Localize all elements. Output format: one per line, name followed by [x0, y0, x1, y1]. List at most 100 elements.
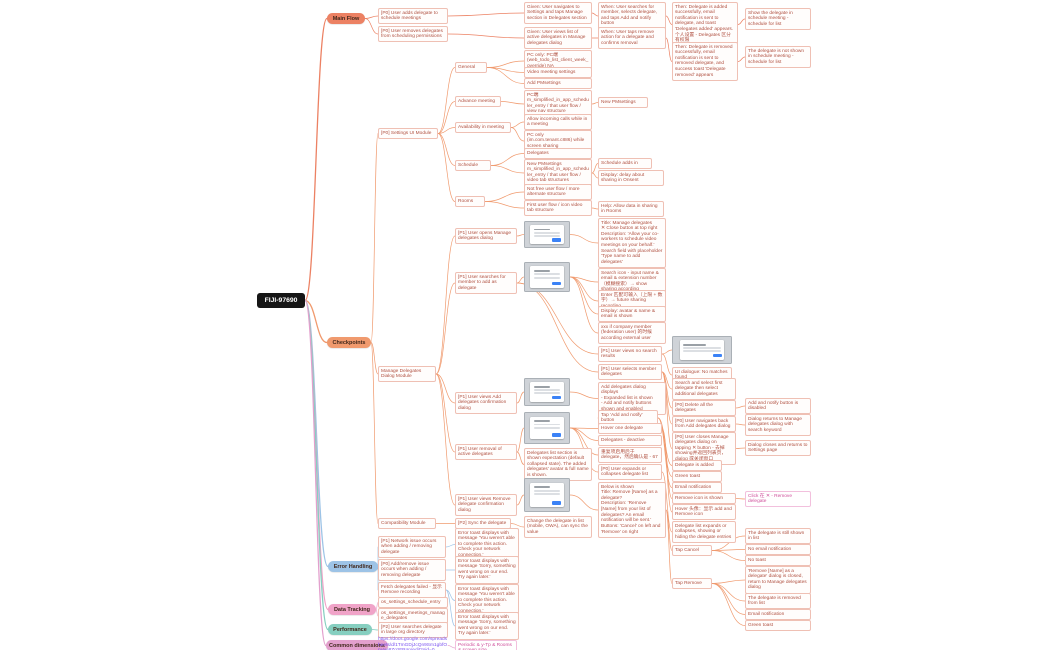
settings-rooms[interactable]: Rooms — [455, 196, 485, 207]
note-duplicate-delegate[interactable]: 重复项启用后于 delegate，然后确认是 - 67 — [598, 447, 662, 464]
navigate-back-result[interactable]: Dialog returns to Manage delegates dialo… — [745, 414, 811, 436]
search-note-4[interactable]: xxx if company member (federation user) … — [598, 322, 666, 344]
then-add-delegate[interactable]: Then: Delegate is added successfully, em… — [672, 2, 738, 47]
add-dialog-screenshot[interactable] — [524, 378, 570, 406]
open-dialog-expected[interactable]: Title: Manage delegates ✕ Close button a… — [598, 218, 666, 269]
connector-edge — [370, 342, 379, 375]
result-click-remove[interactable]: Click 在 ✕ - Remove delegate — [745, 491, 811, 508]
connector-edge — [569, 276, 599, 283]
error-fetch-failed[interactable]: Fetch delegates failed - 显示 Remove recor… — [378, 582, 446, 599]
dimensions-spreadsheet-link[interactable]: https://docs.google.com/spreadsheets/d/1… — [378, 637, 448, 650]
schedule-note-2[interactable]: New PMsettings m_simplified_in_app_sched… — [524, 159, 592, 187]
search-note-3[interactable]: Display: avatar & name & email is shown — [598, 306, 666, 323]
case-add-confirmation-dialog[interactable]: [P1] User views Add delegates confirmati… — [455, 392, 517, 414]
rooms-note-2[interactable]: First user flow / icon video tab structu… — [524, 200, 592, 217]
fetch-failed-toast-1[interactable]: Error toast displays with message 'You w… — [455, 584, 519, 618]
branch-checkpoints[interactable]: Checkpoints — [327, 337, 371, 348]
outcome-green-toast[interactable]: Green toast — [672, 471, 722, 482]
given-add-delegate[interactable]: Given: User navigates to Settings and ta… — [524, 2, 592, 24]
schedule-result-1[interactable]: Schedule adds in — [598, 158, 652, 169]
root-topic[interactable]: FIJI-97690 — [257, 293, 305, 308]
when-remove-delegate[interactable]: When: User taps remove action for a dele… — [598, 27, 666, 49]
close-dialog-result[interactable]: Dialog closes and returns to Settings pa… — [745, 440, 811, 457]
case-navigate-back[interactable]: [P0] User navigates back from Add delega… — [672, 416, 736, 433]
cancel-outcome-2[interactable]: No email notification — [745, 544, 811, 555]
search-screenshot[interactable] — [524, 262, 570, 292]
case-search-member[interactable]: [P1] User searches for member to add as … — [455, 272, 517, 294]
cancel-outcome-3[interactable]: No toast — [745, 555, 811, 566]
module-compatibility[interactable]: Compatibility Module — [378, 518, 436, 529]
note-hover-avatar[interactable]: Hover 头像：显示 add and Remove icon — [672, 504, 736, 521]
error-server-issue[interactable]: [P0] Add/remove issue occurs when adding… — [378, 559, 446, 581]
branch-common-dimensions[interactable]: Common dimensions — [326, 640, 388, 650]
case-add-delegate[interactable]: [P0] User adds delegate to schedule meet… — [378, 8, 448, 25]
module-manage-delegates-dialog[interactable]: Manage Delegates Dialog Module — [378, 366, 436, 383]
schedule-result-2[interactable]: Display: delay about sharing in Onsent — [598, 170, 664, 187]
perf-large-directory[interactable]: [P2] User searches delegate in large org… — [378, 622, 448, 639]
schedule-note-1[interactable]: Delegates — [524, 148, 592, 159]
when-add-delegate[interactable]: When: User searches for member, selects … — [598, 2, 666, 30]
fetch-failed-toast-2[interactable]: Error toast displays with message 'Sorry… — [455, 612, 519, 640]
branch-performance[interactable]: Performance — [328, 624, 372, 635]
case-select-delegates[interactable]: [P1] User selects member delegates — [598, 364, 662, 381]
settings-general[interactable]: General — [455, 62, 487, 73]
delegate-list-expected[interactable]: Delegates list section is shown expectat… — [524, 448, 592, 482]
rooms-result-1[interactable]: Help: Allow data in sharing in Rooms — [598, 201, 664, 218]
open-dialog-screenshot[interactable] — [524, 221, 570, 248]
remove-outcome-4[interactable]: Green toast — [745, 620, 811, 631]
case-close-dialog-x[interactable]: [P0] User closes Manage delegates dialog… — [672, 432, 736, 466]
module-settings-ui[interactable]: [P0] Settings UI Module — [378, 128, 438, 139]
result-add-delegate[interactable]: Show the delegate in schedule meeting - … — [745, 8, 811, 30]
select-note-1[interactable]: Search and select first delegate then se… — [672, 378, 736, 400]
delete-all-result[interactable]: Add and notify button is disabled — [745, 398, 811, 415]
general-note-3[interactable]: Add PMsettings — [524, 78, 592, 89]
settings-schedule[interactable]: Schedule — [455, 160, 491, 171]
settings-availability[interactable]: Availability in meeting — [455, 122, 511, 133]
availability-note-2[interactable]: PC only (im.com.tenant.c886) while scree… — [524, 130, 592, 152]
remove-outcome-3[interactable]: Email notification — [745, 609, 811, 620]
cancel-outcome-1[interactable]: The delegate is still shown in list — [745, 528, 811, 545]
case-remove-confirmation-dialog[interactable]: [P1] User views Remove delegate confirma… — [455, 494, 517, 516]
action-hover-delegate[interactable]: Hover one delegate — [598, 423, 662, 434]
remove-outcome-1[interactable]: 'Remove [Name] as a delegate' dialog is … — [745, 566, 811, 594]
given-remove-delegate[interactable]: Given: User views list of active delegat… — [524, 27, 592, 49]
note-delegates-deactive[interactable]: Delegates - deactive — [598, 435, 662, 446]
case-no-search-results[interactable]: [P1] User views no search results — [598, 346, 662, 363]
no-results-screenshot[interactable] — [672, 336, 732, 364]
action-tap-remove[interactable]: Tap Remove — [672, 578, 712, 589]
settings-advance-meeting[interactable]: Advance meeting — [455, 96, 501, 107]
screenshot-text-line — [533, 493, 561, 495]
note-remove-icon-shown[interactable]: Remove icon is shown — [672, 493, 736, 504]
delegate-list-screenshot[interactable] — [524, 412, 570, 444]
action-tap-cancel[interactable]: Tap Cancel — [672, 545, 712, 556]
case-remove-active-delegates[interactable]: [P1] User removal of active delegates — [455, 444, 517, 461]
branch-error-handling[interactable]: Error Handling — [328, 561, 378, 572]
error-server-toast[interactable]: Error toast displays with message 'Sorry… — [455, 556, 519, 584]
outcome-email-notification[interactable]: Email notification — [672, 482, 722, 493]
branch-main-flow[interactable]: Main Flow — [327, 13, 365, 24]
availability-note-1[interactable]: Allow incoming calls while in a meeting — [524, 114, 592, 131]
connector-edge — [516, 282, 599, 373]
advance-result-1[interactable]: New PMsettings — [598, 97, 648, 108]
then-remove-delegate[interactable]: Then: Delegate is removed successfully, … — [672, 42, 738, 81]
branch-data-tracking[interactable]: Data Tracking — [328, 604, 376, 615]
case-expand-collapse-list[interactable]: [P0] User expands or collapses delegate … — [598, 464, 662, 481]
case-open-dialog[interactable]: [P1] User opens Manage delegates dialog — [455, 228, 517, 245]
general-note-2[interactable]: Video meeting settings — [524, 67, 592, 78]
connector-edge — [569, 427, 599, 441]
error-network-issue[interactable]: [P1] Network issue occurs when adding / … — [378, 536, 446, 558]
dimensions-note[interactable]: Periodic & y-Tp & Rooms & screen size — [455, 640, 517, 650]
remove-outcome-2[interactable]: The delegate is removed from list — [745, 593, 811, 610]
outcome-delegate-added[interactable]: Delegate is added — [672, 460, 722, 471]
sync-delegate-result[interactable]: Change the delegate in list (mobile, OWA… — [524, 516, 592, 538]
expand-collapse-result[interactable]: Delegate list expands or collapses, show… — [672, 521, 736, 543]
tracking-event-1[interactable]: os_settings_schedule_entry — [378, 597, 448, 608]
case-remove-delegate[interactable]: [P0] User removes delegates from schedul… — [378, 26, 448, 43]
result-remove-delegate[interactable]: The delegate is not shown in schedule me… — [745, 46, 811, 68]
rooms-note-1[interactable]: Not free user flow / more alternate stru… — [524, 184, 592, 201]
general-note-1[interactable]: PC only: PC端 (web_todo_list_client_week_… — [524, 50, 592, 72]
remove-dialog-expected[interactable]: Below is shown Title: Remove [Name] as a… — [598, 482, 666, 538]
advance-note-1[interactable]: PC端 m_simplified_in_app_scheduler_entry … — [524, 90, 592, 118]
remove-dialog-screenshot[interactable] — [524, 478, 570, 512]
case-delete-all-delegates[interactable]: [P0] Delete all the delegates — [672, 400, 736, 417]
